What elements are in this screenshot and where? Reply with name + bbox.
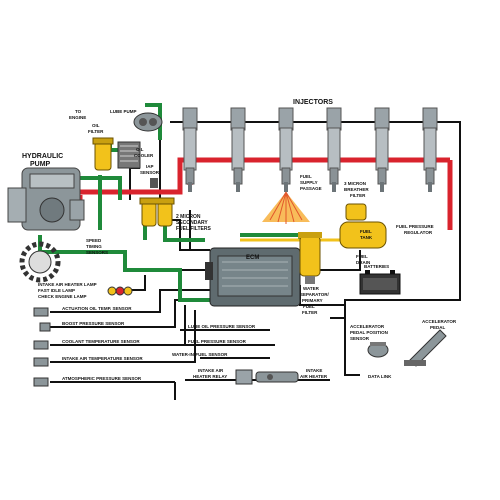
water-separator xyxy=(298,232,322,284)
injector-row xyxy=(182,107,438,192)
label-hydraulic-pump-2: PUMP xyxy=(30,161,51,168)
label-lube-pump: LUBE PUMP xyxy=(110,109,137,114)
label-water-sep-3: PRIMARY xyxy=(302,298,323,303)
label-secondary-filters-1: 2 MICRON xyxy=(176,214,201,220)
atmospheric-pressure-sensor-body xyxy=(33,377,49,387)
label-oil-cooler-1: OIL xyxy=(136,147,144,152)
injector-3 xyxy=(278,107,294,192)
label-speed-timing-2: TIMING xyxy=(86,244,102,249)
label-speed-timing-3: SENSORS xyxy=(86,250,108,255)
oil-filter xyxy=(92,137,114,171)
actuation-oil-temp-sensor-body xyxy=(33,307,49,317)
label-breather-3: FILTER xyxy=(350,193,366,198)
label-to-engine-1: TO xyxy=(75,109,82,114)
coolant-temp-sensor-body xyxy=(33,340,49,350)
label-fuel-supply-3: PASSAGE xyxy=(300,186,322,191)
label-water-sep-5: FILTER xyxy=(302,310,318,315)
label-accel-pedal-1: ACCELERATOR xyxy=(422,319,457,324)
label-accel-pedal-2: PEDAL xyxy=(430,325,446,330)
label-water-sep-4: FUEL xyxy=(303,304,315,309)
label-accel-pos-3: SENSOR xyxy=(350,336,370,341)
accel-pedal xyxy=(404,329,447,367)
label-breather-2: BREATHER xyxy=(344,187,369,192)
label-fuel-pressure-regulator-2: REGULATOR xyxy=(404,230,433,235)
fuel-tank xyxy=(339,221,387,249)
oil-cooler xyxy=(117,141,141,169)
label-intake-air-temp: INTAKE AIR TEMPERATURE SENSOR xyxy=(62,356,143,361)
dash-lamps xyxy=(107,286,133,296)
label-breather-1: 3 MICRON xyxy=(344,181,366,186)
label-speed-timing-1: SPEED xyxy=(86,238,102,243)
speed-timing-gear xyxy=(19,241,61,283)
label-batteries: BATTERIES xyxy=(364,264,389,269)
label-water-sep-2: SEPARATOR/ xyxy=(300,292,330,297)
label-fuel-supply-1: FUEL xyxy=(300,174,312,179)
labels: INJECTORS HYDRAULIC PUMP TO ENGINE LUBE … xyxy=(22,99,457,381)
label-iap-sensor-2: SENSOR xyxy=(140,170,160,175)
injector-6 xyxy=(422,107,438,192)
label-water-sep-1: WATER xyxy=(303,286,320,291)
label-boost-pressure: BOOST PRESSURE SENSOR xyxy=(62,321,125,326)
iap-sensor xyxy=(150,178,158,188)
label-lamp-3: CHECK ENGINE LAMP xyxy=(38,294,87,299)
injector-4 xyxy=(326,107,342,192)
label-fuel-drain-1: FUEL xyxy=(356,254,368,259)
label-hydraulic-pump-1: HYDRAULIC xyxy=(22,153,63,160)
label-lube-oil-pressure: LUBE OIL PRESSURE SENSOR xyxy=(188,324,256,329)
label-oil-filter-2: FILTER xyxy=(88,129,104,134)
injector-2 xyxy=(230,107,246,192)
batteries xyxy=(359,270,401,295)
boost-pressure-sensor-body xyxy=(39,322,51,332)
hydraulic-pump xyxy=(7,167,85,231)
label-injectors: INJECTORS xyxy=(293,99,333,106)
label-intake-air-heater-2: AIR HEATER xyxy=(300,374,328,379)
label-to-engine-2: ENGINE xyxy=(69,115,86,120)
label-lamp-1: INTAKE AIR HEATER LAMP xyxy=(38,282,97,287)
label-fuel-tank-1: FUEL xyxy=(360,229,372,234)
label-intake-air-heater-relay-2: HEATER RELAY xyxy=(193,374,227,379)
injector-1 xyxy=(182,107,198,192)
label-accel-pos-2: PEDAL POSITION xyxy=(350,330,388,335)
label-secondary-filters-3: FUEL FILTERS xyxy=(176,226,211,232)
label-lamp-2: FAST IDLE LAMP xyxy=(38,288,75,293)
label-fuel-tank-2: TANK xyxy=(360,235,373,240)
label-water-in-fuel: WATER-IN-FUEL SENSOR xyxy=(172,352,228,357)
injector-5 xyxy=(374,107,390,192)
label-fuel-supply-2: SUPPLY xyxy=(300,180,318,185)
label-intake-air-heater-1: INTAKE xyxy=(306,368,322,373)
label-iap-sensor-1: IAP xyxy=(146,164,154,169)
label-oil-cooler-2: COOLER xyxy=(134,153,154,158)
label-fuel-drain-2: DRAIN xyxy=(356,260,370,265)
left-sensors xyxy=(33,307,51,387)
label-ecm: ECM xyxy=(246,255,259,261)
lube-pump xyxy=(133,112,163,132)
intake-air-heater xyxy=(255,371,299,383)
label-intake-air-heater-relay-1: INTAKE AIR xyxy=(198,368,224,373)
intake-air-heater-relay xyxy=(235,369,253,385)
label-oil-filter-1: OIL xyxy=(92,123,100,128)
label-actuation-oil-temp: ACTUATION OIL TEMP. SENSOR xyxy=(62,306,132,311)
accel-pedal-position-sensor xyxy=(367,342,389,358)
ecm-module xyxy=(205,247,301,307)
label-fuel-pressure-sensor: FUEL PRESSURE SENSOR xyxy=(188,339,247,344)
label-fuel-pressure-regulator-1: FUEL PRESSURE xyxy=(396,224,434,229)
label-accel-pos-1: ACCELERATOR xyxy=(350,324,385,329)
intake-air-temp-sensor-body xyxy=(33,357,49,367)
secondary-fuel-filters xyxy=(139,197,175,227)
label-atmospheric-pressure: ATMOSPHERIC PRESSURE SENSOR xyxy=(62,376,142,381)
breather-filter xyxy=(345,203,367,221)
label-data-link: DATA LINK xyxy=(368,374,392,379)
label-secondary-filters-2: SECONDARY xyxy=(176,220,208,226)
label-coolant-temp: COOLANT TEMPERATURE SENSOR xyxy=(62,339,140,344)
fuel-spray xyxy=(262,191,310,224)
